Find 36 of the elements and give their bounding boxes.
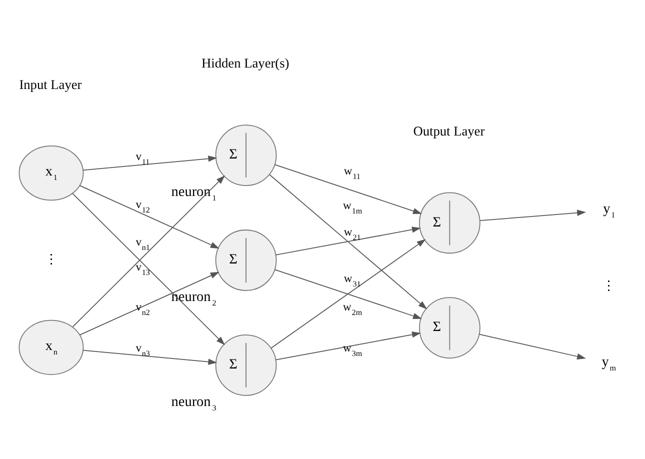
node-text: y$_{m}$ bbox=[602, 353, 616, 372]
arrow bbox=[275, 226, 421, 255]
edge-label: w$_{11}$ bbox=[344, 164, 360, 180]
label: Input Layer bbox=[19, 76, 82, 92]
node-text: y$_{1}$ bbox=[603, 200, 616, 219]
arrow bbox=[72, 192, 225, 345]
arrow bbox=[269, 174, 428, 309]
arrow bbox=[72, 174, 225, 327]
node-circle: Σ bbox=[419, 192, 480, 254]
arrow bbox=[79, 271, 220, 335]
arrow bbox=[270, 238, 426, 348]
edge-label: v$_{12}$ bbox=[136, 198, 150, 214]
node-label: neuron$_{3}$ bbox=[171, 393, 216, 412]
node-ellipse: x$_{n}$ bbox=[18, 319, 84, 374]
label: ⋮ bbox=[44, 250, 58, 266]
node-circle: Σ bbox=[215, 229, 277, 290]
edge-label: w$_{1m}$ bbox=[342, 198, 362, 216]
edge-label: w$_{21}$ bbox=[344, 225, 361, 242]
arrow bbox=[479, 333, 586, 360]
edge-label: v$_{13}$ bbox=[136, 260, 150, 276]
edge-label: v$_{11}$ bbox=[136, 150, 150, 166]
label: Hidden Layer(s) bbox=[202, 55, 290, 70]
arrow bbox=[82, 349, 218, 364]
edge-label: v$_{n1}$ bbox=[136, 234, 150, 252]
arrow bbox=[480, 209, 586, 220]
edge-label: w$_{31}$ bbox=[344, 271, 361, 288]
label: ⋮ bbox=[602, 278, 616, 293]
edge-label: w$_{2m}$ bbox=[342, 300, 362, 316]
arrow bbox=[274, 268, 422, 318]
label: Output Layer bbox=[413, 122, 485, 138]
node-ellipse: x$_{1}$ bbox=[18, 145, 84, 200]
edge-label: v$_{n3}$ bbox=[136, 340, 150, 358]
arrow bbox=[79, 184, 220, 248]
arrow bbox=[274, 164, 422, 214]
arrow bbox=[82, 155, 218, 170]
arrow bbox=[275, 331, 421, 360]
